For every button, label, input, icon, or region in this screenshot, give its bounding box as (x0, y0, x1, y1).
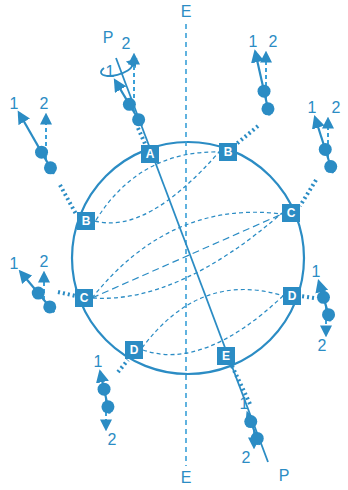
point-letter: E (219, 348, 233, 364)
spin-magnet (255, 52, 274, 116)
vector-number: 1 (308, 100, 317, 116)
precession-axis (116, 58, 268, 462)
spin-magnet (20, 272, 56, 314)
point-box: B (219, 143, 237, 161)
spin-magnet (317, 282, 335, 335)
point-letter: C (284, 205, 299, 221)
vector-number: 2 (40, 254, 49, 270)
axis-letter: P (103, 30, 114, 46)
vector-number: 1 (10, 96, 19, 112)
orbit-back (142, 290, 284, 349)
orbit-curve (143, 296, 283, 355)
axis-letter: P (279, 468, 290, 484)
point-box: E (217, 347, 235, 365)
point-letter: D (127, 342, 142, 358)
point-box: B (77, 212, 95, 230)
vector-number: 2 (242, 450, 251, 466)
spin-magnet (115, 55, 145, 126)
vector-number: 2 (108, 432, 117, 448)
axis-letter: E (181, 470, 192, 486)
vector-number: 1 (106, 64, 115, 80)
spin-magnet (19, 113, 57, 175)
point-box: D (283, 287, 301, 305)
spin-magnet (244, 413, 263, 447)
point-box: D (125, 341, 143, 359)
point-box: C (75, 289, 93, 307)
point-letter: C (77, 290, 92, 306)
vector-number: 2 (318, 338, 327, 354)
spin-magnet (98, 372, 115, 429)
vector-number: 1 (94, 354, 103, 370)
vector-number: 2 (122, 36, 131, 52)
axis-letter: E (181, 4, 192, 20)
point-letter: B (221, 144, 236, 160)
vector-number: 1 (10, 256, 19, 272)
spin-magnet (315, 118, 337, 174)
vector-number: 1 (312, 264, 321, 280)
vector-number: 1 (240, 396, 249, 412)
point-letter: B (79, 213, 94, 229)
globe-outline (72, 142, 304, 374)
vector-number: 1 (249, 34, 258, 50)
orbit-curve (93, 213, 282, 298)
orbit-line (92, 214, 282, 298)
vector-number: 2 (332, 100, 341, 116)
point-letter: D (285, 288, 300, 304)
orbit-back (92, 212, 282, 298)
point-box: A (141, 145, 159, 163)
vector-number: 2 (269, 34, 278, 50)
tie-lines (58, 126, 316, 404)
point-letter: A (143, 146, 158, 162)
vector-number: 2 (40, 96, 49, 112)
point-box: C (282, 204, 300, 222)
